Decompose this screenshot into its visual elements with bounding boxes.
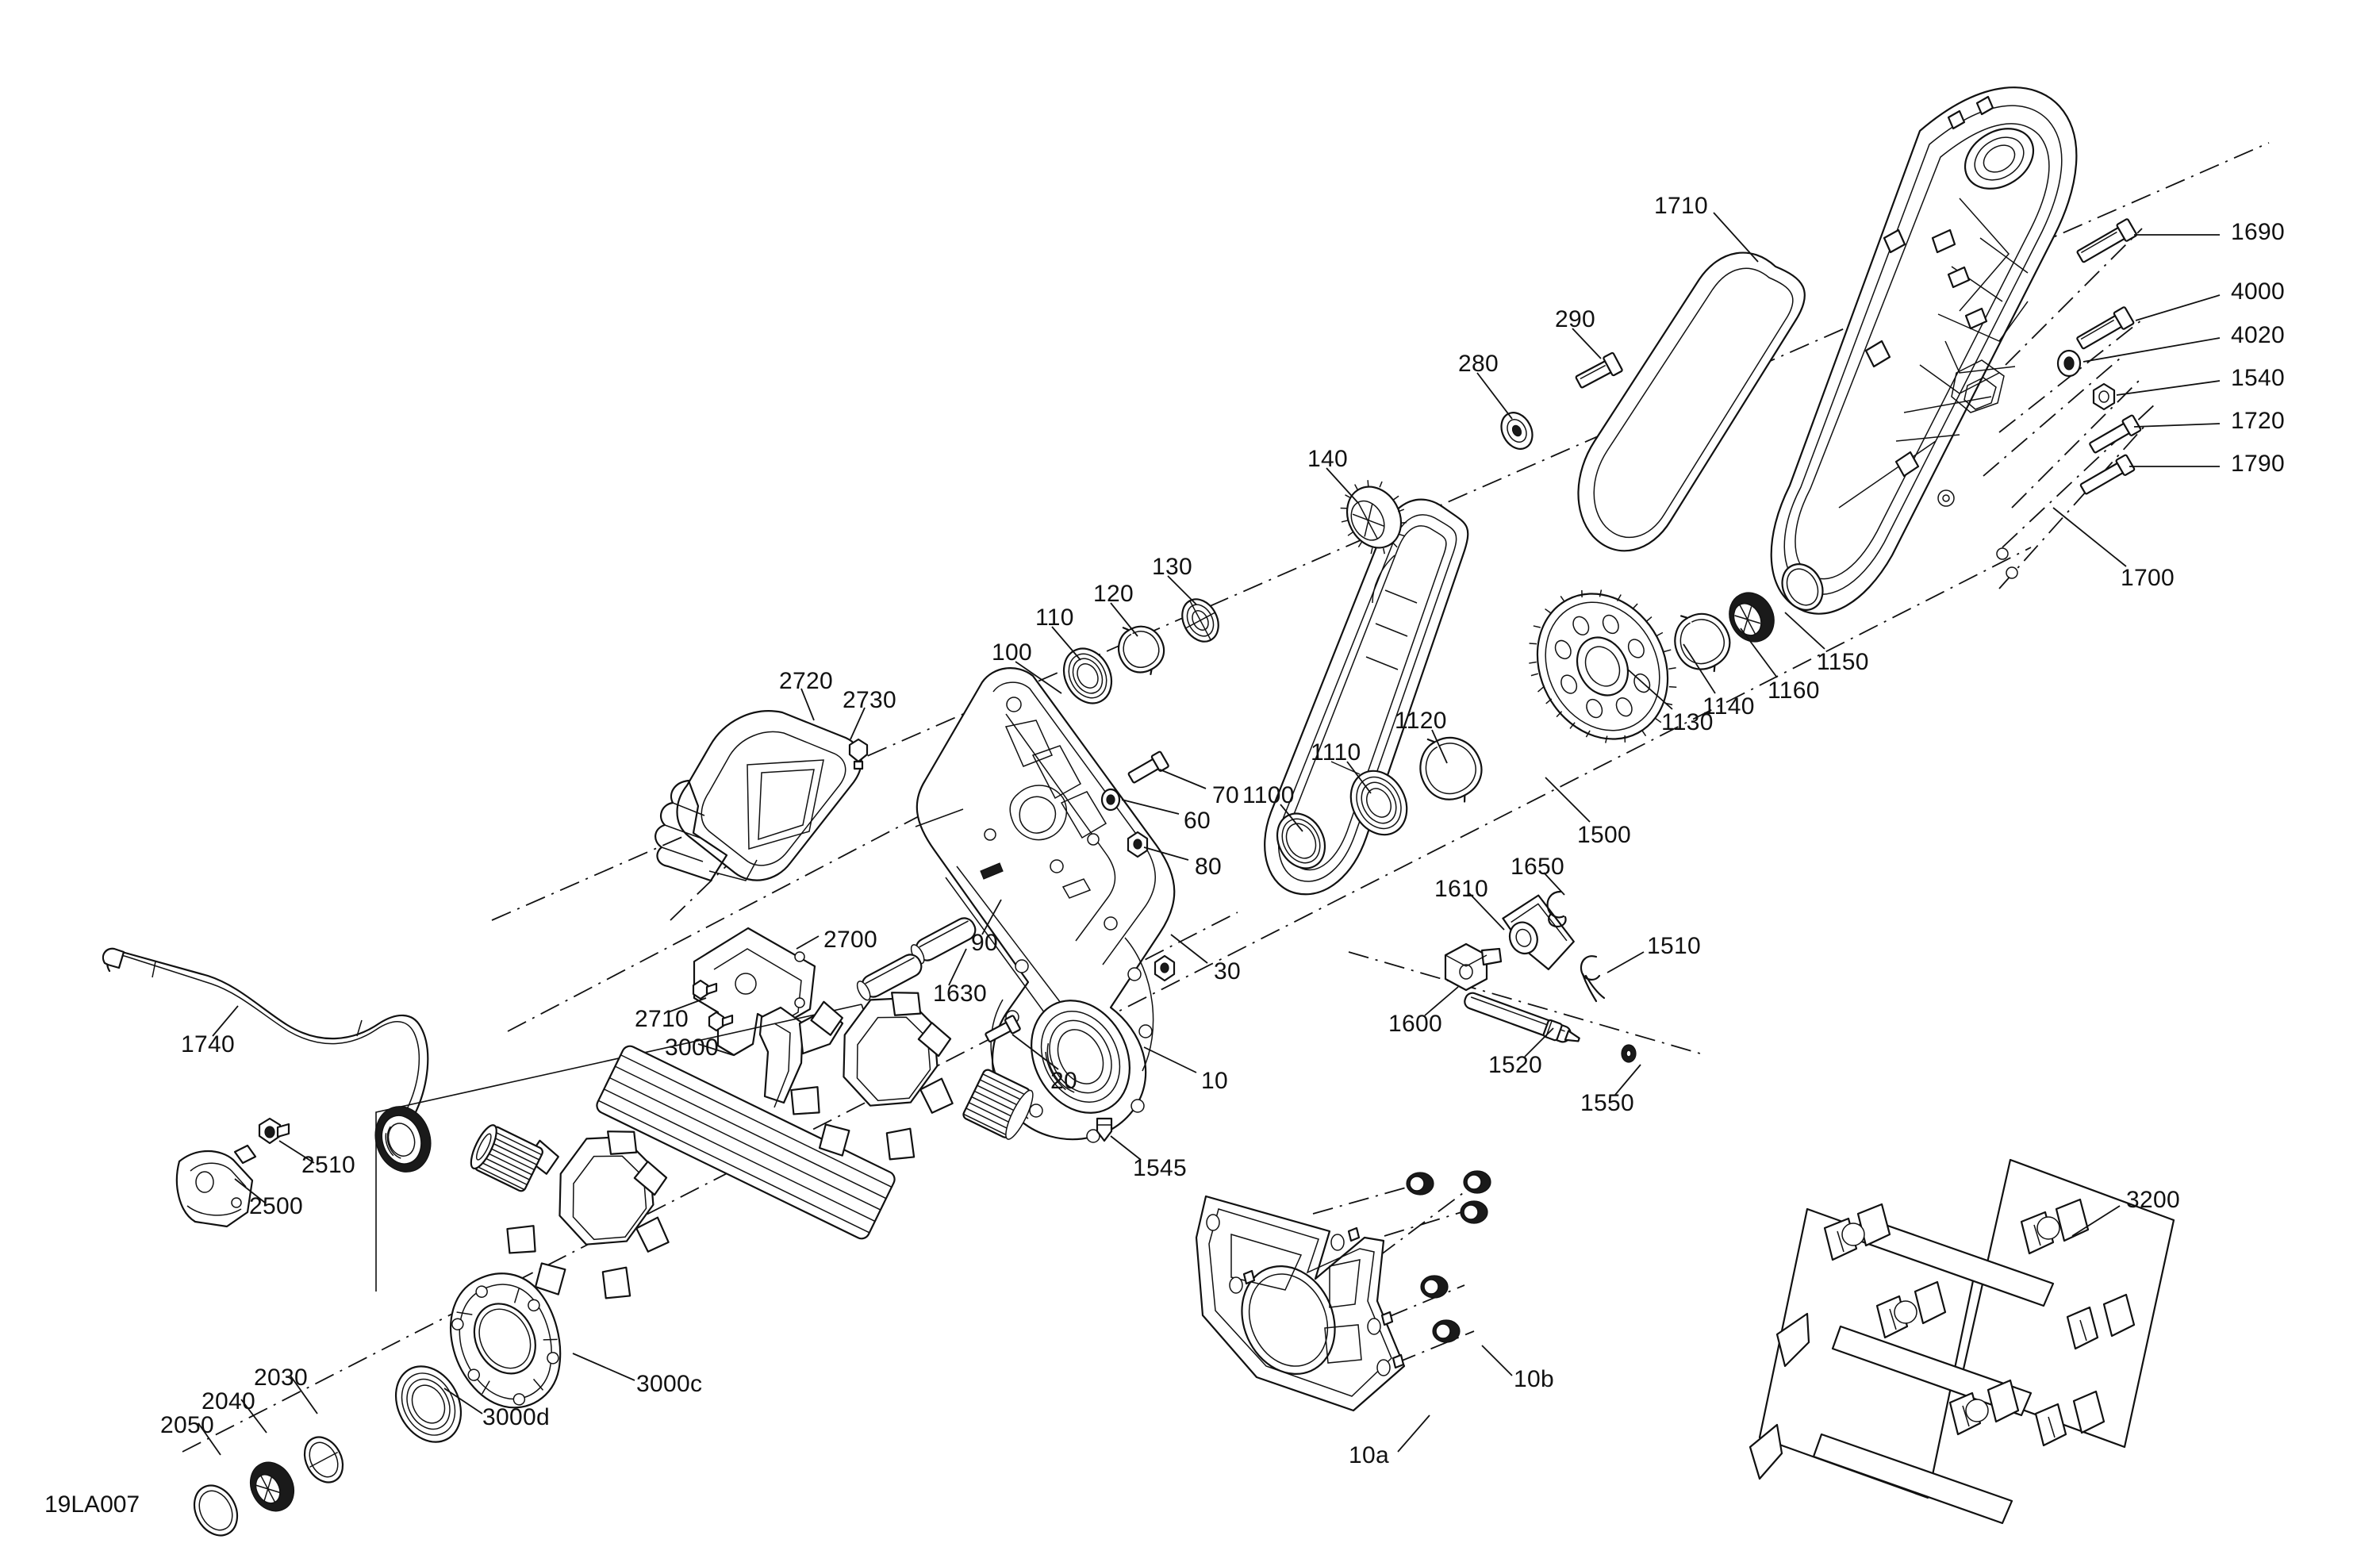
callout-1500: 1500 bbox=[1577, 822, 1631, 848]
callout-2700: 2700 bbox=[823, 927, 877, 953]
leader-lines bbox=[198, 212, 2221, 1456]
callout-4000: 4000 bbox=[2231, 278, 2285, 305]
callout-1120: 1120 bbox=[1395, 708, 1447, 734]
gasket-bolts-10b bbox=[1406, 1170, 1491, 1343]
callout-1690: 1690 bbox=[2231, 219, 2285, 245]
callout-1710: 1710 bbox=[1654, 193, 1708, 219]
driven-gear-1130 bbox=[1529, 589, 1677, 743]
callout-280: 280 bbox=[1458, 351, 1499, 377]
callout-1150: 1150 bbox=[1817, 649, 1869, 675]
callout-1540: 1540 bbox=[2231, 365, 2285, 391]
washer-280 bbox=[1500, 412, 1534, 450]
callout-1700: 1700 bbox=[2121, 565, 2175, 591]
support-bracket-2700 bbox=[692, 927, 844, 1108]
callout-3000c: 3000c bbox=[636, 1371, 703, 1397]
bearing-130 bbox=[1181, 598, 1219, 643]
callout-100: 100 bbox=[992, 639, 1032, 666]
bearing-110 bbox=[1062, 647, 1113, 704]
ring-2030 bbox=[303, 1436, 344, 1484]
callout-1110: 1110 bbox=[1311, 739, 1361, 766]
callout-1790: 1790 bbox=[2231, 451, 2285, 477]
drive-belt-1710 bbox=[1577, 251, 1806, 552]
seal-1100 bbox=[1276, 812, 1326, 869]
bolt-290 bbox=[1575, 351, 1623, 389]
diagram-code: 19LA007 bbox=[44, 1491, 140, 1518]
gearcase-housing-10 bbox=[915, 667, 1176, 1143]
callout-110: 110 bbox=[1035, 605, 1074, 631]
flange-plate-3000c bbox=[450, 1272, 562, 1409]
callout-2730: 2730 bbox=[843, 687, 896, 713]
cover-fasteners bbox=[2056, 218, 2142, 495]
callout-3200: 3200 bbox=[2126, 1187, 2180, 1213]
sprocket-140 bbox=[1340, 480, 1407, 555]
sprocket-1160 bbox=[1729, 592, 1775, 643]
screw-2510 bbox=[258, 1117, 290, 1145]
cvt-cover-assembly bbox=[1770, 86, 2078, 615]
callout-60: 60 bbox=[1184, 808, 1211, 834]
bearing-1110 bbox=[1349, 770, 1408, 836]
drive-shaft-3000 bbox=[375, 992, 1034, 1299]
callout-140: 140 bbox=[1307, 446, 1348, 472]
callout-290: 290 bbox=[1555, 306, 1595, 332]
dowel-pins bbox=[856, 917, 977, 1001]
oring-2050 bbox=[193, 1484, 239, 1537]
callout-1545: 1545 bbox=[1133, 1155, 1187, 1181]
callout-2710: 2710 bbox=[635, 1006, 689, 1032]
callout-2040: 2040 bbox=[202, 1388, 255, 1414]
callout-70: 70 bbox=[1212, 782, 1239, 808]
callout-4020: 4020 bbox=[2231, 322, 2285, 348]
seal-3000d bbox=[394, 1365, 463, 1443]
callout-10a: 10a bbox=[1349, 1442, 1389, 1468]
circlip-1120 bbox=[1419, 736, 1483, 803]
callout-1740: 1740 bbox=[181, 1031, 235, 1057]
callout-1630: 1630 bbox=[933, 981, 987, 1007]
callout-2500: 2500 bbox=[249, 1193, 303, 1219]
callout-2720: 2720 bbox=[779, 668, 833, 694]
fasteners-60-70-80 bbox=[985, 750, 1176, 1142]
callout-1550: 1550 bbox=[1580, 1090, 1634, 1116]
callout-90: 90 bbox=[971, 930, 998, 956]
shift-linkage bbox=[1444, 890, 1637, 1063]
gasket-plate-10a bbox=[1195, 1195, 1406, 1412]
callout-2030: 2030 bbox=[254, 1365, 308, 1391]
callout-20: 20 bbox=[1050, 1068, 1077, 1094]
callout-1160: 1160 bbox=[1768, 677, 1820, 704]
callout-1610: 1610 bbox=[1434, 876, 1488, 902]
air-intake-boot-2720 bbox=[654, 710, 869, 882]
service-rack-3200 bbox=[1749, 1158, 2175, 1525]
callout-10b: 10b bbox=[1514, 1366, 1554, 1392]
callout-3000d: 3000d bbox=[482, 1404, 550, 1430]
callout-1600: 1600 bbox=[1388, 1011, 1442, 1037]
callout-2510: 2510 bbox=[301, 1152, 355, 1178]
callout-3000: 3000 bbox=[665, 1034, 719, 1061]
oring-1150 bbox=[1781, 563, 1824, 611]
callout-120: 120 bbox=[1093, 581, 1134, 607]
callout-1720: 1720 bbox=[2231, 408, 2285, 434]
circlip-1140 bbox=[1674, 612, 1731, 673]
vent-hose-1740 bbox=[102, 947, 432, 1173]
callout-1100: 1100 bbox=[1242, 782, 1295, 808]
callout-1650: 1650 bbox=[1511, 854, 1564, 880]
clamp-2500 bbox=[175, 1144, 257, 1228]
callout-1520: 1520 bbox=[1488, 1052, 1542, 1078]
callout-30: 30 bbox=[1214, 958, 1241, 985]
callout-2050: 2050 bbox=[160, 1412, 214, 1438]
circlip-120 bbox=[1118, 625, 1165, 675]
sprocket-2040 bbox=[249, 1461, 295, 1512]
callout-10: 10 bbox=[1201, 1068, 1228, 1094]
callout-1130: 1130 bbox=[1661, 709, 1714, 735]
callout-130: 130 bbox=[1152, 554, 1192, 580]
callout-1140: 1140 bbox=[1702, 693, 1755, 720]
callout-1510: 1510 bbox=[1647, 933, 1701, 959]
callout-80: 80 bbox=[1195, 854, 1222, 880]
